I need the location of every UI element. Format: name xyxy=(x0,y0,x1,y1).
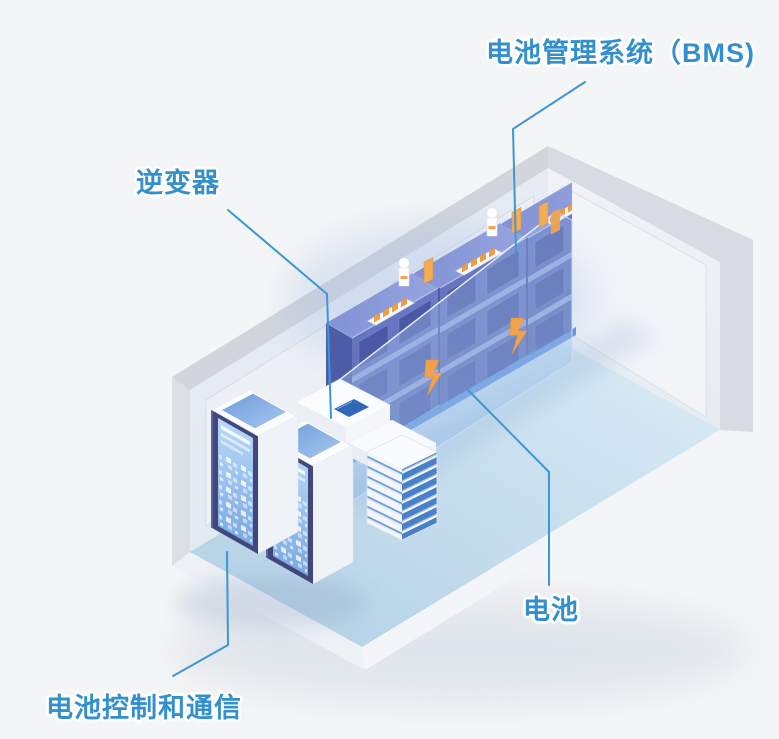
container-top-rim-right xyxy=(548,146,753,432)
rack-outline xyxy=(366,434,438,541)
inverter-leader-line xyxy=(227,209,332,419)
bms-leader-line xyxy=(512,81,586,253)
floor-slab-front-right xyxy=(362,430,753,670)
battery-label: 电池 xyxy=(523,595,579,625)
control-leader-line xyxy=(172,551,229,677)
orange-tab-icon xyxy=(538,201,549,228)
container-left-end-rim xyxy=(172,377,190,566)
control-cabinet-1 xyxy=(211,389,299,555)
rack-left-face xyxy=(367,452,402,540)
inverter-label: 逆变器 xyxy=(136,168,220,198)
inverter-vent-highlight xyxy=(336,401,353,410)
inverter-face-right xyxy=(346,405,390,449)
orange-tab-icon xyxy=(551,208,560,235)
battery-leader-line xyxy=(467,389,550,586)
server-rack xyxy=(366,434,438,541)
bms-label: 电池管理系统（BMS) xyxy=(486,38,755,68)
inverter-vent-slot xyxy=(334,399,369,417)
control-label: 电池控制和通信 xyxy=(46,693,242,723)
rack-right-face xyxy=(402,452,437,540)
cabinet-shadow xyxy=(177,576,367,628)
